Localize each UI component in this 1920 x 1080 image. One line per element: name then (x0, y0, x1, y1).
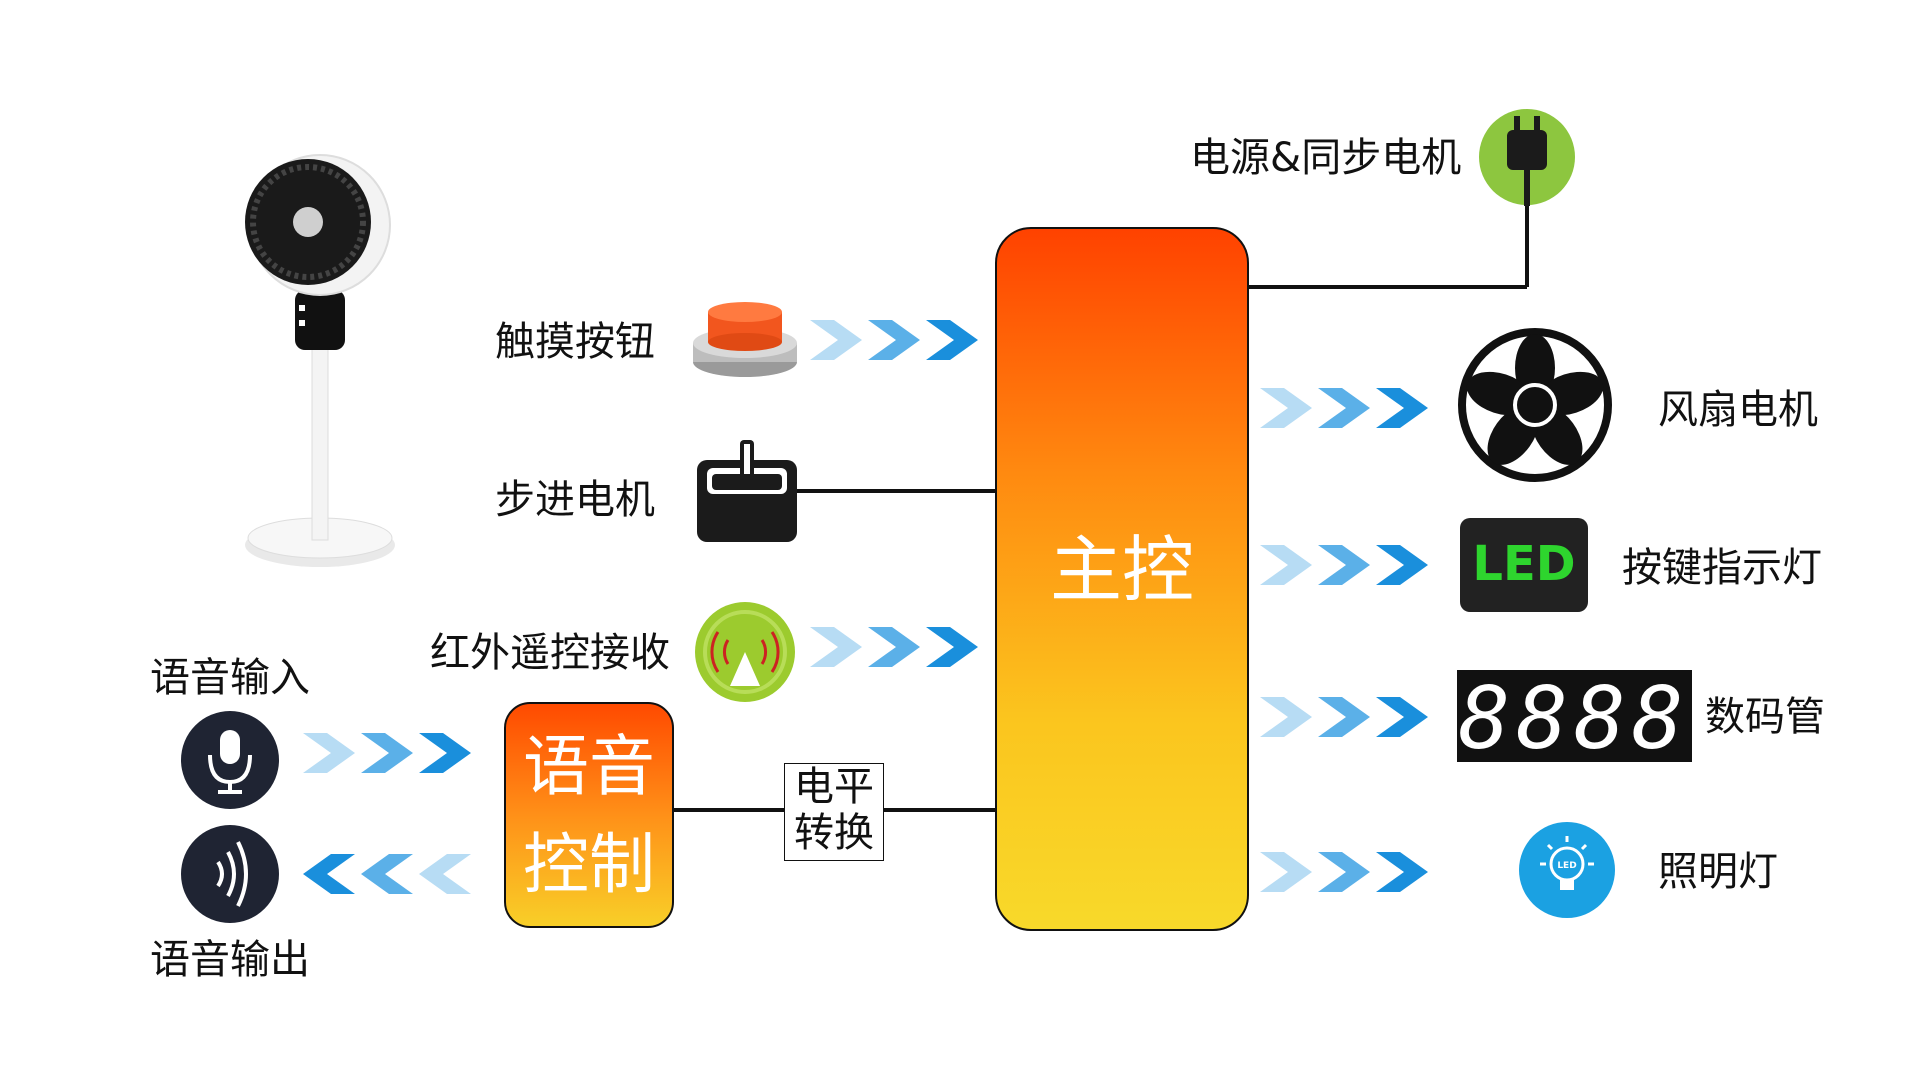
power-label: 电源&同步电机 (1190, 135, 1462, 181)
chevron-arrow (1376, 545, 1428, 585)
level-shift-line2: 转换 (794, 810, 874, 856)
stepper-motor-icon (697, 440, 797, 542)
voice-output-label: 语音输出 (150, 937, 310, 983)
chevron-arrow (810, 627, 862, 667)
level-shift-box: 电平 转换 (784, 763, 884, 861)
chevron-arrow (361, 854, 413, 894)
chevron-arrow (926, 627, 978, 667)
chevron-arrow (1318, 388, 1370, 428)
arrow-voice-to-speaker (303, 854, 471, 894)
light-badge-text: LED (1557, 861, 1576, 871)
key-indicator-label: 按键指示灯 (1622, 545, 1822, 591)
chevron-arrow (1318, 852, 1370, 892)
main-controller-block: 主控 (995, 227, 1249, 931)
arrow-touch-to-main (810, 320, 978, 360)
led-indicator-icon: LED (1460, 518, 1588, 612)
fan-product-image (245, 154, 395, 567)
chevron-arrow (1260, 852, 1312, 892)
digit-tube-text: 8888 (1458, 669, 1689, 769)
speaker-output-icon (181, 825, 279, 923)
chevron-arrow (1376, 388, 1428, 428)
arrow-main-to-fan (1260, 388, 1428, 428)
touch-button-label: 触摸按钮 (495, 319, 655, 365)
ir-receiver-label: 红外遥控接收 (430, 630, 670, 676)
fan-motor-label: 风扇电机 (1658, 387, 1818, 433)
chevron-arrow (1376, 697, 1428, 737)
fan-motor-icon (1458, 328, 1612, 482)
ir-receiver-icon (695, 602, 795, 702)
stepper-motor-label: 步进电机 (495, 477, 655, 523)
power-plug-icon (1479, 109, 1575, 206)
chevron-arrow (1376, 852, 1428, 892)
arrow-ir-to-main (810, 627, 978, 667)
main-controller-label: 主控 (1049, 528, 1194, 612)
lighting-label: 照明灯 (1658, 849, 1778, 895)
level-shift-line1: 电平 (794, 764, 874, 810)
microphone-icon (181, 711, 279, 809)
chevron-arrow (419, 854, 471, 894)
chevron-arrow (1260, 545, 1312, 585)
chevron-arrow (1260, 697, 1312, 737)
touch-button-icon (693, 302, 797, 377)
chevron-arrow (868, 627, 920, 667)
chevron-arrow (1318, 697, 1370, 737)
arrow-main-to-led (1260, 545, 1428, 585)
chevron-arrow (868, 320, 920, 360)
light-bulb-icon: LED (1519, 822, 1615, 918)
voice-control-line1: 语音 (523, 728, 655, 805)
chevron-arrow (926, 320, 978, 360)
digit-tube-label: 数码管 (1705, 694, 1825, 740)
arrow-main-to-digit (1260, 697, 1428, 737)
chevron-arrow (419, 733, 471, 773)
arrow-mic-to-voice (303, 733, 471, 773)
chevron-arrow (1260, 388, 1312, 428)
chevron-arrow (361, 733, 413, 773)
chevron-arrow (303, 733, 355, 773)
voice-control-line2: 控制 (523, 826, 655, 903)
led-badge-text: LED (1472, 536, 1575, 592)
chevron-arrow (1318, 545, 1370, 585)
digit-tube-icon: 8888 (1457, 669, 1692, 769)
arrow-main-to-light (1260, 852, 1428, 892)
chevron-arrow (810, 320, 862, 360)
voice-control-block: 语音 控制 (504, 702, 674, 928)
chevron-arrow (303, 854, 355, 894)
voice-input-label: 语音输入 (150, 655, 310, 701)
